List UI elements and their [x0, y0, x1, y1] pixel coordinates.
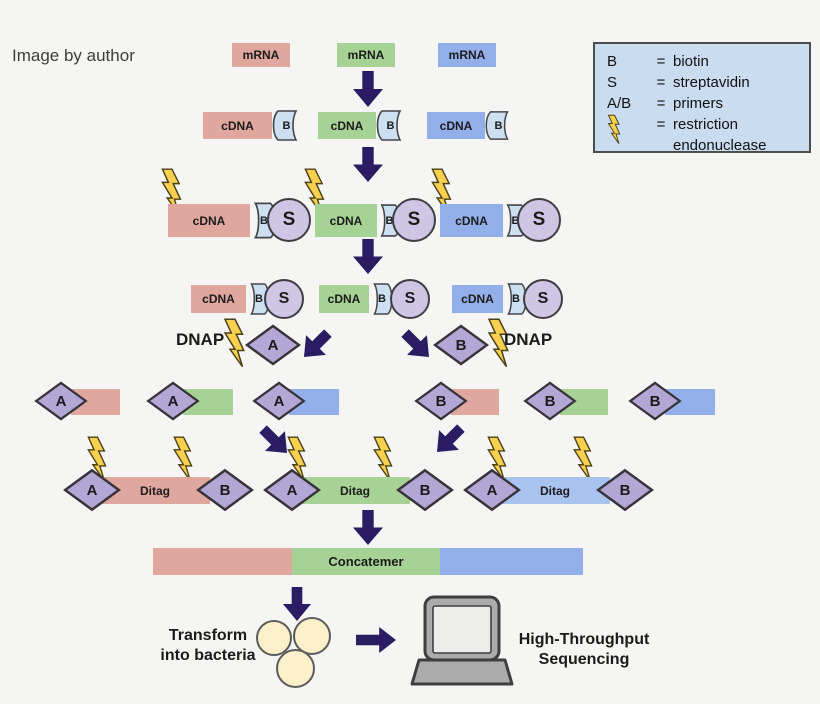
high-throughput-sequencing-label: High-Throughput Sequencing	[518, 631, 650, 668]
bacteria-cell	[293, 617, 331, 655]
primer-a-diamond: A	[63, 468, 121, 512]
primer-a-diamond: A	[145, 381, 201, 421]
legend-label-primers: primers	[673, 95, 724, 112]
restriction-bolt-icon	[484, 318, 514, 373]
legend-row-biotin: B = biotin	[607, 51, 799, 72]
dnap-label-right: DNAP	[504, 330, 553, 349]
restriction-bolt-icon	[484, 436, 511, 487]
cdna-bar-pink: cDNA	[168, 204, 250, 237]
restriction-bolt-icon	[607, 114, 649, 151]
arrow-down-icon	[353, 71, 383, 107]
arrow-down-left-icon	[427, 418, 471, 462]
legend-equals: =	[656, 74, 666, 91]
legend-box: B = biotin S = streptavidin A/B = primer…	[593, 42, 811, 156]
concatemer-segment-blue	[440, 548, 583, 575]
primer-b-diamond: B	[433, 324, 489, 366]
legend-row-streptavidin: S = streptavidin	[607, 72, 799, 93]
primer-a-diamond: A	[251, 381, 307, 421]
biotin-tag: B	[374, 110, 407, 141]
restriction-bolt-icon	[284, 436, 311, 487]
arrow-down-icon	[353, 510, 383, 545]
restriction-bolt-icon	[220, 318, 250, 373]
mrna-box-green: mRNA	[337, 43, 395, 67]
primer-b-diamond: B	[396, 468, 454, 512]
primer-a-diamond: A	[463, 468, 521, 512]
concatemer-bar: Concatemer	[153, 548, 583, 575]
restriction-bolt-icon	[570, 436, 597, 487]
legend-equals: =	[656, 116, 666, 133]
restriction-bolt-icon	[170, 436, 197, 487]
cdna-bar-blue: cDNA	[452, 285, 503, 313]
primer-a-diamond: A	[33, 381, 89, 421]
streptavidin-circle: S	[267, 198, 311, 242]
cdna-bar-pink: cDNA	[203, 112, 272, 139]
restriction-bolt-icon	[84, 436, 111, 487]
biotin-tag: B	[270, 110, 303, 141]
legend-symbol-ab: A/B	[607, 95, 632, 112]
cdna-bar-blue: cDNA	[427, 112, 485, 139]
transform-into-bacteria-label: Transform into bacteria	[160, 627, 256, 664]
streptavidin-circle: S	[264, 279, 304, 319]
legend-symbol-s: S	[607, 74, 618, 91]
legend-equals: =	[656, 53, 666, 70]
concatemer-segment-pink	[153, 548, 292, 575]
biotin-tag: B	[483, 110, 514, 141]
mrna-box-blue: mRNA	[438, 43, 496, 67]
mrna-box-pink: mRNA	[232, 43, 290, 67]
laptop-icon	[409, 594, 515, 694]
arrow-right-icon	[356, 627, 396, 653]
restriction-bolt-icon	[370, 436, 397, 487]
primer-b-diamond: B	[596, 468, 654, 512]
streptavidin-circle: S	[517, 198, 561, 242]
legend-symbol-b: B	[607, 53, 618, 70]
dnap-label-left: DNAP	[176, 330, 225, 349]
legend-equals: =	[656, 95, 666, 112]
primer-a-diamond: A	[245, 324, 301, 366]
cdna-bar-pink: cDNA	[191, 285, 246, 313]
primer-a-diamond: A	[263, 468, 321, 512]
streptavidin-circle: S	[392, 198, 436, 242]
concatemer-segment-green: Concatemer	[292, 548, 440, 575]
arrow-down-icon	[353, 239, 383, 274]
arrow-down-icon	[353, 147, 383, 182]
watermark-text: Image by author	[12, 46, 135, 65]
bacteria-cell	[256, 620, 292, 656]
legend-row-primers: A/B = primers	[607, 93, 799, 114]
legend-label-streptavidin: streptavidin	[673, 74, 750, 91]
primer-b-diamond: B	[413, 381, 469, 421]
cdna-bar-green: cDNA	[318, 112, 376, 139]
primer-b-diamond: B	[522, 381, 578, 421]
arrow-down-icon	[283, 587, 311, 621]
streptavidin-circle: S	[523, 279, 563, 319]
cdna-bar-green: cDNA	[315, 204, 377, 237]
primer-b-diamond: B	[196, 468, 254, 512]
streptavidin-circle: S	[390, 279, 430, 319]
cdna-bar-green: cDNA	[319, 285, 369, 313]
biotin-tag: B	[368, 283, 396, 315]
bacteria-cell	[276, 649, 315, 688]
cdna-bar-blue: cDNA	[440, 204, 503, 237]
primer-b-diamond: B	[627, 381, 683, 421]
legend-label-biotin: biotin	[673, 53, 709, 70]
